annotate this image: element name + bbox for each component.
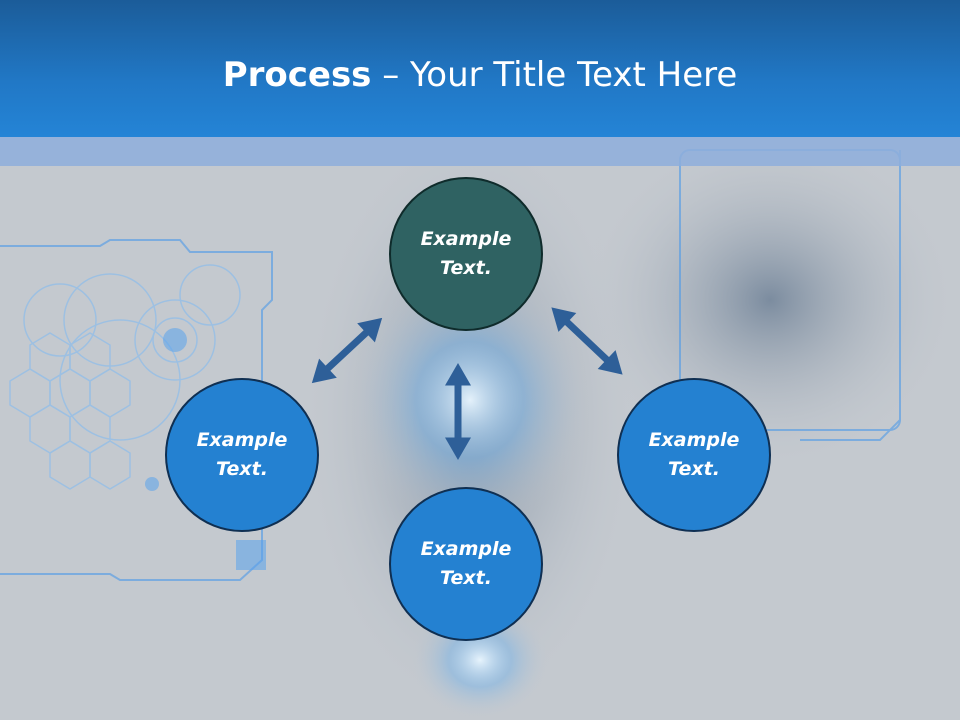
header-band (0, 137, 960, 166)
node-bottom-label: Example Text. (420, 538, 512, 589)
node-top: Example Text. (389, 177, 543, 331)
node-right-label: Example Text. (648, 429, 740, 480)
node-bottom: Example Text. (389, 487, 543, 641)
arrow-top-right (551, 307, 623, 375)
title-bar (0, 0, 960, 137)
node-right: Example Text. (617, 378, 771, 532)
node-left: Example Text. (165, 378, 319, 532)
title-rest: – Your Title Text Here (371, 55, 738, 95)
arrow-vertical (445, 363, 471, 460)
node-top-label: Example Text. (420, 228, 512, 279)
title-bold: Process (222, 55, 372, 95)
node-left-label: Example Text. (196, 429, 288, 480)
slide-title: Process – Your Title Text Here (0, 52, 960, 98)
arrow-top-left (311, 317, 383, 384)
